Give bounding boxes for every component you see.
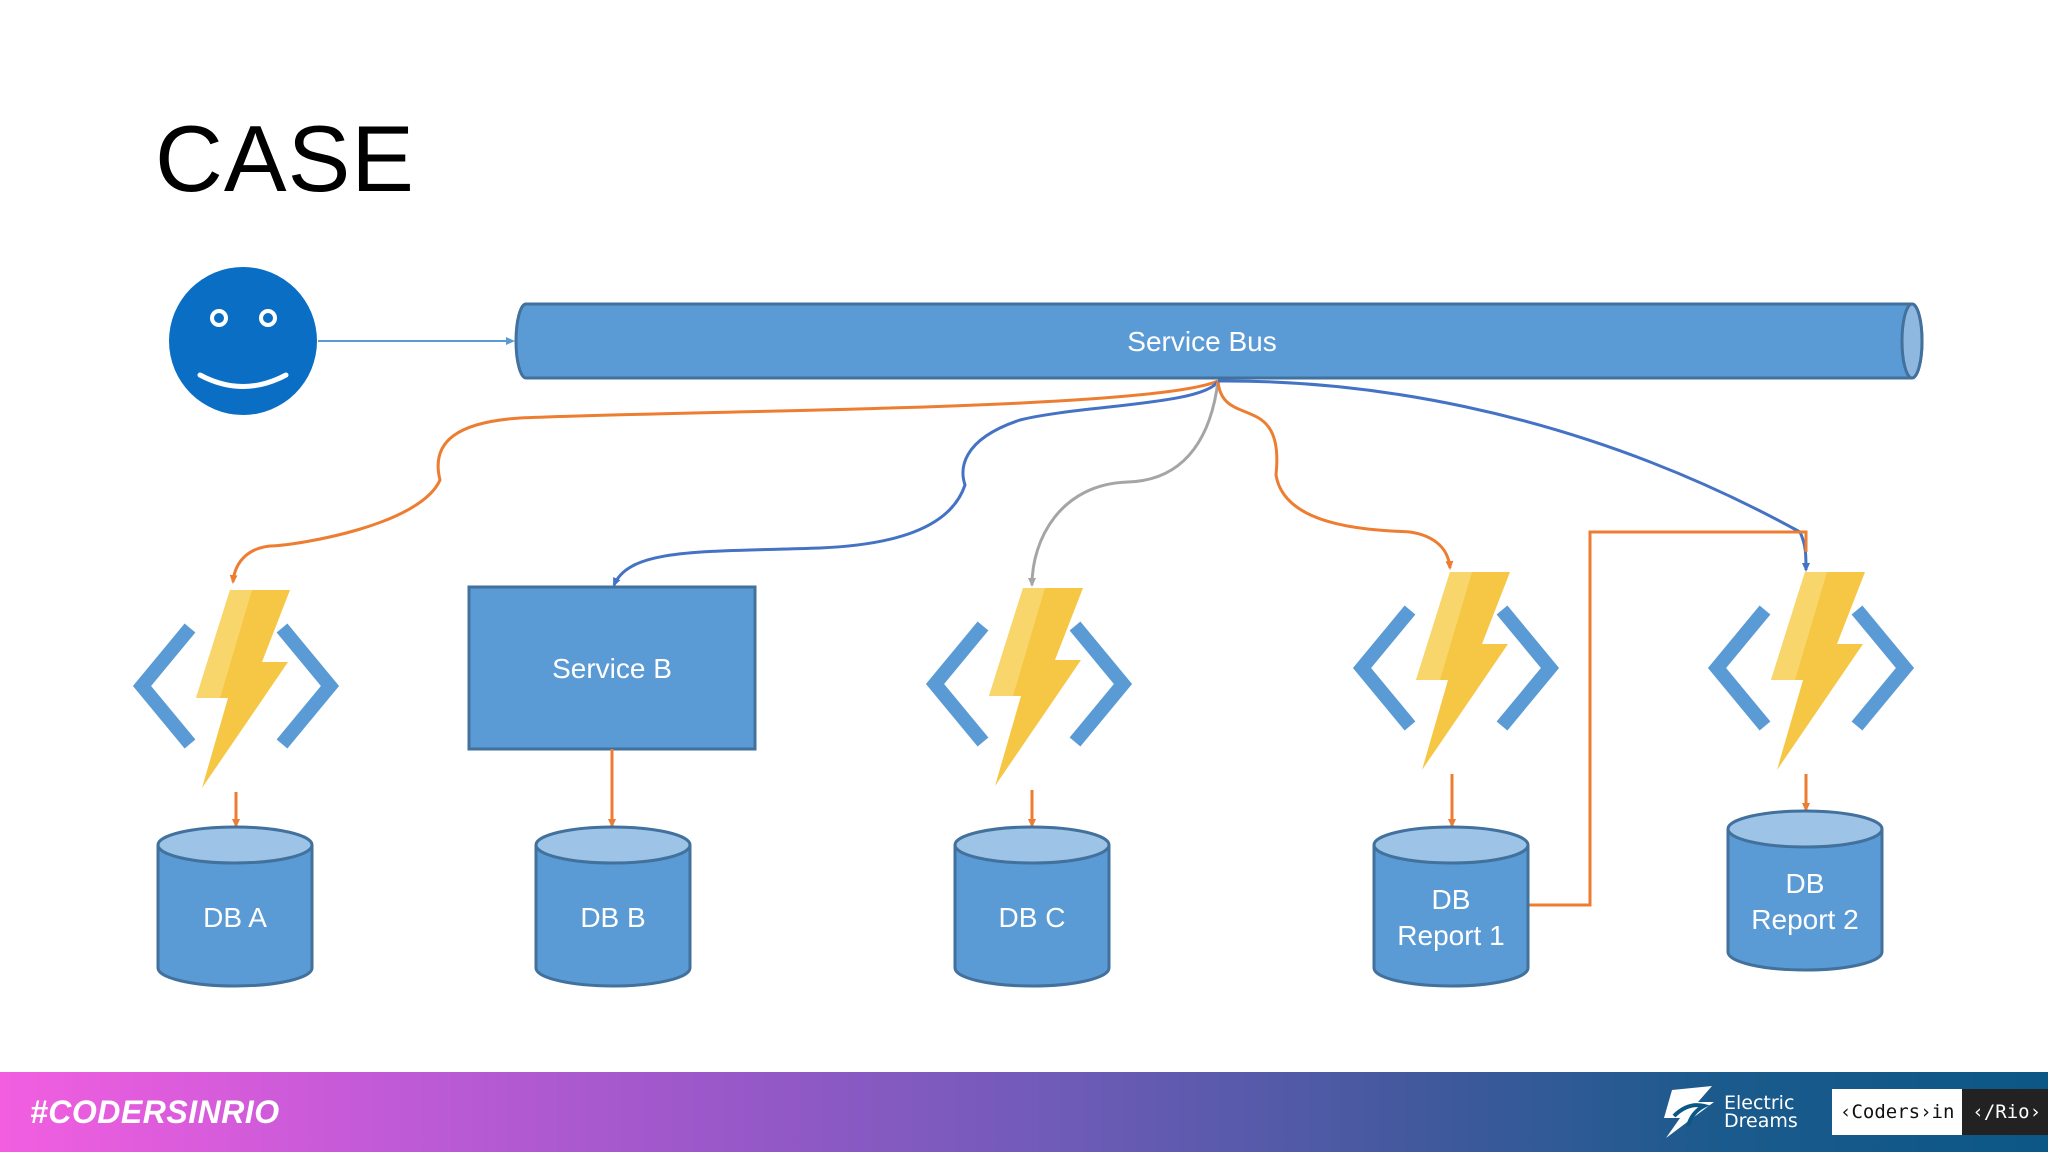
azure-function-icon: [132, 590, 340, 788]
db-label: DB B: [580, 902, 645, 933]
db-feed-arrows: [232, 749, 1810, 828]
database-cylinder: DB A: [156, 825, 314, 988]
db-label-line2: Report 1: [1397, 920, 1504, 951]
rio-text: ‹/Rio›: [1962, 1089, 2048, 1135]
service-b-box: Service B: [467, 585, 757, 751]
coders-in-text: ‹Coders›in: [1832, 1089, 1963, 1135]
electric-dreams-logo-icon: [1664, 1086, 1714, 1138]
azure-function-icon: [1352, 572, 1560, 770]
db-label-line2: Report 2: [1751, 904, 1858, 935]
bus-connectors: [229, 379, 1810, 907]
db-label: DB: [1786, 868, 1825, 899]
db-label: DB: [1432, 884, 1471, 915]
database-cylinder: DB Report 1: [1372, 825, 1530, 988]
service-bus: Service Bus: [514, 302, 1924, 380]
azure-function-icon: [1707, 572, 1915, 770]
electric-dreams-logo-text: Electric Dreams: [1724, 1092, 1798, 1132]
azure-function-icon: [925, 588, 1133, 786]
architecture-diagram: Service Bus Service B: [132, 267, 1924, 988]
db-label: DB C: [999, 902, 1066, 933]
footer-bar: #CODERSINRIO Electric Dreams ‹Coders›in …: [0, 1072, 2048, 1152]
coders-in-rio-logo: ‹Coders›in ‹/Rio›: [1832, 1089, 2048, 1135]
db-label: DB A: [203, 902, 267, 933]
electric-dreams-line2: Dreams: [1724, 1110, 1798, 1132]
slide-title: CASE: [155, 106, 415, 211]
smiley-user-icon: [169, 267, 317, 415]
service-b-label: Service B: [552, 653, 672, 684]
electric-dreams-line1: Electric: [1724, 1092, 1795, 1114]
database-cylinder: DB C: [953, 825, 1111, 988]
database-cylinder: DB B: [534, 825, 692, 988]
database-cylinder: DB Report 2: [1726, 809, 1884, 972]
hashtag-text: #CODERSINRIO: [30, 1094, 280, 1130]
service-bus-label: Service Bus: [1127, 326, 1276, 357]
